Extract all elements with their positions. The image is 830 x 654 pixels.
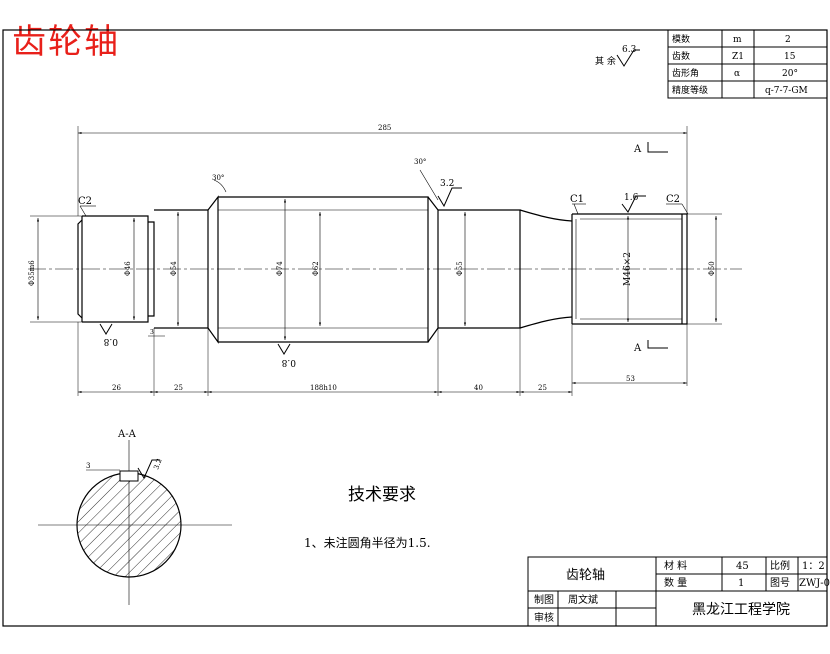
dim-l6: 53 bbox=[626, 375, 635, 383]
param-value: 20° bbox=[782, 69, 798, 79]
dim-l1: 26 bbox=[112, 384, 121, 392]
leader-lines bbox=[79, 169, 689, 217]
param-value: q-7-7-GM bbox=[765, 86, 808, 96]
angle-labels: 30° 30° bbox=[212, 158, 426, 182]
chamfer-c2-right: C2 bbox=[666, 194, 680, 205]
param-name: 齿形角 bbox=[672, 67, 699, 79]
tb-drawn-label: 制图 bbox=[534, 593, 554, 606]
cut-label-top: A bbox=[633, 144, 642, 155]
param-name: 齿数 bbox=[672, 50, 690, 62]
dim-d5: Φ62 bbox=[312, 261, 320, 276]
tech-line1: 1、未注圆角半径为1.5. bbox=[304, 535, 431, 550]
title-block: 齿轮轴 材 料 45 比例 1：2 数 量 1 图号 ZWJ-06 制图 周文斌… bbox=[527, 556, 830, 627]
tb-drawn-name: 周文斌 bbox=[568, 593, 598, 606]
chamfer-c2-left: C2 bbox=[78, 196, 92, 207]
roughness-r2: 1.6 bbox=[624, 193, 639, 203]
dim-l2: 25 bbox=[174, 384, 183, 392]
param-name: 精度等级 bbox=[672, 84, 708, 96]
extension-lines bbox=[30, 126, 722, 396]
length-labels: 26 25 188h10 40 25 53 bbox=[112, 375, 635, 392]
dim-d1: Φ35m6 bbox=[28, 260, 36, 286]
param-symbol: m bbox=[733, 35, 742, 45]
dim-l5: 25 bbox=[538, 384, 547, 392]
dim-l4: 40 bbox=[474, 384, 483, 392]
tech-heading: 技术要求 bbox=[348, 485, 416, 505]
shaft-outline bbox=[77, 195, 688, 344]
param-table: 模数 m 2 齿数 Z1 15 齿形角 α 20° 精度等级 q-7-7-GM bbox=[667, 29, 828, 99]
roughness-r3: 0.8 bbox=[103, 336, 118, 346]
param-symbol: Z1 bbox=[732, 52, 744, 62]
dim-l3: 188h10 bbox=[310, 384, 337, 392]
chamfer-c1: C1 bbox=[570, 194, 584, 205]
dim-d2: Φ46 bbox=[124, 261, 132, 276]
drawing-frame bbox=[2, 29, 828, 627]
cut-label-bottom: A bbox=[633, 343, 642, 354]
param-value: 2 bbox=[785, 35, 791, 45]
tb-drawing-no-value: ZWJ-06 bbox=[799, 578, 830, 589]
param-symbol: α bbox=[734, 69, 740, 79]
section-view-label: A-A bbox=[117, 429, 137, 440]
diameter-labels: Φ35m6 Φ46 Φ54 Φ74 Φ62 Φ55 Φ50 M46×2 bbox=[28, 252, 716, 286]
section-roughness: 3.2 bbox=[152, 457, 163, 470]
dim-d4: Φ74 bbox=[276, 261, 284, 276]
tb-qty-value: 1 bbox=[738, 578, 744, 589]
dim-thread: M46×2 bbox=[623, 252, 633, 286]
angle-left: 30° bbox=[212, 174, 224, 182]
tb-scale-label: 比例 bbox=[770, 559, 790, 572]
rest-roughness: 其 余 6.3 bbox=[595, 45, 640, 67]
dim-small-a: 3 bbox=[150, 329, 154, 336]
rest-roughness-label: 其 余 bbox=[595, 55, 616, 67]
tb-school: 黑龙江工程学院 bbox=[692, 602, 790, 618]
dim-d6: Φ55 bbox=[456, 261, 464, 276]
section-view: A-A 3 3.2 bbox=[38, 429, 232, 605]
dim-d7: Φ50 bbox=[708, 261, 716, 276]
section-markers: A A bbox=[633, 142, 668, 354]
rest-roughness-value: 6.3 bbox=[622, 45, 637, 55]
section-small-dim: 3 bbox=[86, 462, 90, 470]
diameter-dims bbox=[36, 199, 718, 340]
length-dims bbox=[78, 381, 687, 394]
roughness-r1: 3.2 bbox=[440, 179, 454, 189]
tb-checked-label: 审核 bbox=[534, 611, 554, 624]
dim-overall: 285 bbox=[378, 124, 391, 132]
chamfer-labels: C2 C1 C2 bbox=[78, 194, 680, 207]
dim-d3: Φ54 bbox=[170, 261, 178, 276]
tb-material-value: 45 bbox=[736, 561, 749, 572]
corner-title: 齿轮轴 bbox=[12, 22, 120, 62]
param-name: 模数 bbox=[672, 33, 690, 45]
tb-part-name: 齿轮轴 bbox=[566, 568, 605, 583]
roughness-symbols: 3.2 1.6 0.8 0.8 bbox=[99, 179, 646, 367]
tb-scale-value: 1：2 bbox=[802, 561, 825, 572]
tb-material-label: 材 料 bbox=[664, 559, 687, 572]
angle-right: 30° bbox=[414, 158, 426, 166]
tb-qty-label: 数 量 bbox=[664, 576, 687, 589]
param-value: 15 bbox=[784, 52, 796, 62]
roughness-r4: 0.8 bbox=[281, 357, 296, 367]
tb-drawing-no-label: 图号 bbox=[770, 577, 790, 589]
